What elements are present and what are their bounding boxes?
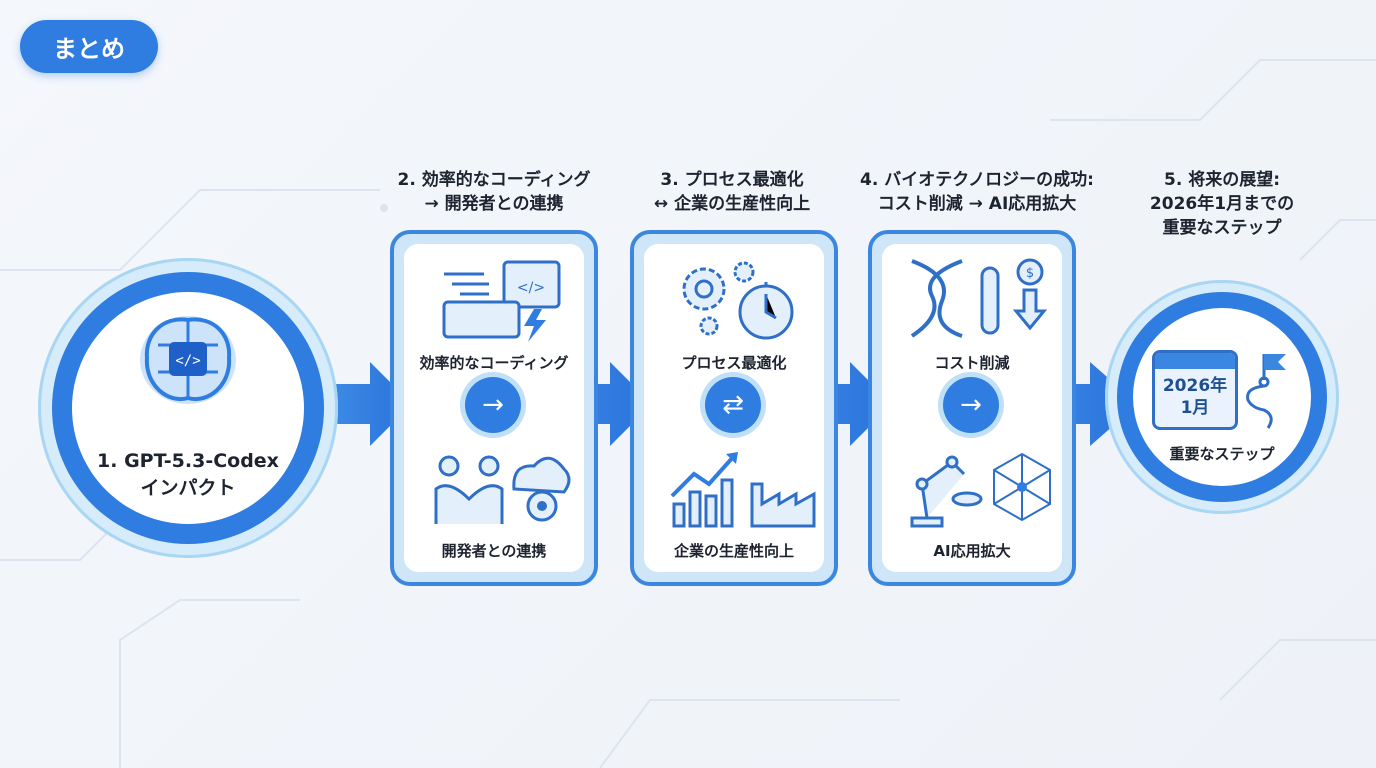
- step4-connector-icon: →: [943, 377, 999, 433]
- step3-heading: 3. プロセス最適化 ↔ 企業の生産性向上: [602, 168, 862, 216]
- step2-heading-line1: 2. 効率的なコーディング: [397, 170, 591, 190]
- step4-heading-line2: コスト削減 → AI応用拡大: [877, 194, 1077, 214]
- step2-heading: 2. 効率的なコーディング → 開発者との連携: [364, 168, 624, 216]
- step5-heading-line1: 5. 将来の展望:: [1163, 170, 1280, 190]
- robot-arm-network-icon: [910, 452, 1051, 528]
- step3-top-label: プロセス最適化: [681, 354, 787, 372]
- step1-label: 1. GPT-5.3-Codex インパクト: [88, 448, 288, 502]
- step4-heading: 4. バイオテクノロジーの成功: コスト削減 → AI応用拡大: [842, 168, 1112, 216]
- step2-connector-icon: →: [465, 377, 521, 433]
- growth-factory-icon: [670, 452, 816, 528]
- step1-label-line1: 1. GPT-5.3-Codex: [97, 450, 279, 472]
- step4-bottom-label: AI応用拡大: [933, 542, 1011, 560]
- handshake-cloud-icon: [434, 455, 571, 524]
- step2-heading-line2: → 開発者との連携: [424, 194, 564, 214]
- step3-bottom-label: 企業の生産性向上: [673, 542, 794, 560]
- step5-heading-line3: 重要なステップ: [1162, 218, 1282, 238]
- svg-text:</>: </>: [175, 353, 200, 369]
- step3-heading-line2: ↔ 企業の生産性向上: [653, 194, 811, 214]
- calendar-month: 1月: [1180, 398, 1210, 418]
- step5-heading: 5. 将来の展望: 2026年1月までの重要なステップ: [1092, 168, 1352, 240]
- step3-heading-line1: 3. プロセス最適化: [660, 170, 804, 190]
- step1-label-line2: インパクト: [140, 477, 236, 499]
- step4-top-label: コスト削減: [934, 354, 1010, 372]
- step5-label: 重要なステップ: [1169, 445, 1275, 463]
- dna-testtube-cost-icon: $: [910, 258, 1048, 338]
- brain-code-icon: </>: [140, 316, 236, 404]
- step4-card: $ コスト削減 AI応用拡大: [868, 230, 1076, 586]
- svg-text:$: $: [1026, 266, 1034, 281]
- gears-stopwatch-icon: [682, 261, 794, 340]
- step5-heading-line2: 2026年1月までの: [1149, 194, 1295, 214]
- step3-card: プロセス最適化 企業の生産性向上: [630, 230, 838, 586]
- flag-path-icon: [1246, 354, 1286, 429]
- step2-top-label: 効率的なコーディング: [419, 354, 569, 372]
- step4-heading-line1: 4. バイオテクノロジーの成功:: [860, 170, 1094, 190]
- keyboard-code-icon: </>: [442, 260, 561, 342]
- svg-text:</>: </>: [517, 280, 545, 296]
- title-badge: まとめ: [20, 20, 158, 73]
- step3-connector-icon: ⇄: [705, 377, 761, 433]
- calendar-year: 2026年: [1162, 376, 1228, 396]
- calendar-icon: 2026年 1月: [1152, 350, 1238, 430]
- step2-bottom-label: 開発者との連携: [441, 542, 547, 560]
